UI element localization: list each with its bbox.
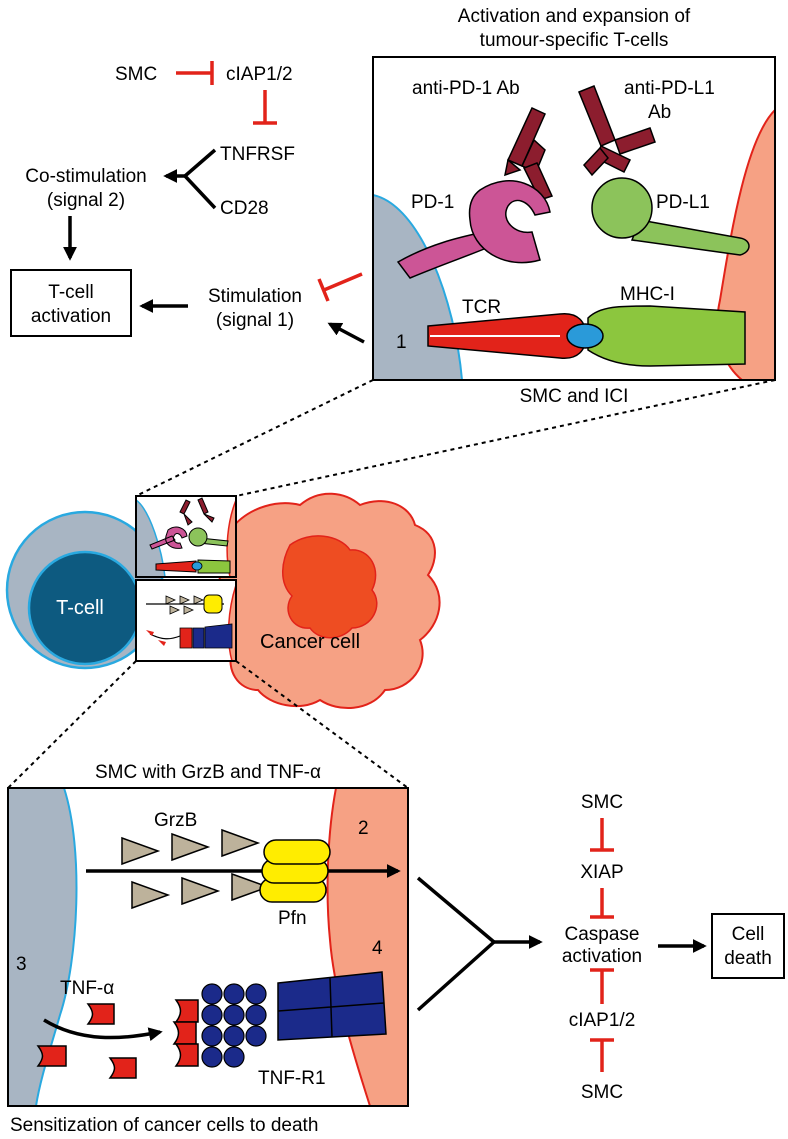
ciap-label-top-left: cIAP1/2 bbox=[226, 64, 293, 85]
bottom-marker-2: 2 bbox=[358, 818, 369, 839]
tnf-r1-receptor-icon bbox=[172, 971, 387, 1068]
caspase-pathway: SMC XIAP Caspase activation cIAP1/2 SMC … bbox=[562, 792, 785, 1103]
mhc-i-icon bbox=[587, 305, 746, 367]
tnfa-binding-arrow-icon bbox=[43, 1018, 163, 1042]
mhc-label: MHC-I bbox=[620, 284, 675, 305]
anti-pdl1-antibody-icon bbox=[578, 85, 656, 177]
merge-lines-bottom bbox=[416, 876, 496, 1012]
tcell-activation-box bbox=[10, 269, 132, 337]
inhibit-smc-xiap-icon bbox=[590, 818, 614, 852]
cell-death-line1: Cell bbox=[732, 924, 765, 945]
cell-death-line2: death bbox=[724, 948, 772, 969]
caspase-label-line1: Caspase bbox=[565, 924, 640, 945]
ciap-label-bottom-right: cIAP1/2 bbox=[569, 1010, 636, 1031]
top-panel-marker-1: 1 bbox=[396, 332, 407, 353]
cancer-nucleus-icon bbox=[282, 535, 378, 639]
top-panel-title-line2: tumour-specific T-cells bbox=[480, 30, 669, 51]
bottom-panel: SMC with GrzB and TNF-α GrzB Pfn 2 3 4 T… bbox=[7, 762, 409, 1136]
merge-lines bbox=[183, 148, 217, 210]
tnfrsf-label: TNFRSF bbox=[220, 144, 295, 165]
smc-label-bottom-right: SMC bbox=[581, 1082, 623, 1103]
tcell-membrane bbox=[373, 193, 464, 380]
stim-label-line2: (signal 1) bbox=[216, 310, 294, 331]
anti-pd1-antibody-icon bbox=[504, 107, 554, 201]
overview-cells: T-cell Cancer cell bbox=[5, 492, 441, 710]
pfn-label: Pfn bbox=[278, 908, 307, 929]
costim-label-line1: Co-stimulation bbox=[25, 166, 146, 187]
inhibit-smc-ciap-bottom-icon bbox=[590, 1038, 614, 1072]
tcell-membrane-bottom bbox=[8, 788, 78, 1106]
zoom-box-death bbox=[135, 579, 237, 662]
top-panel: Activation and expansion of tumour-speci… bbox=[372, 6, 776, 407]
pdl1-ligand-icon bbox=[591, 177, 750, 256]
tcell-activation-line2: activation bbox=[31, 306, 111, 327]
bottom-panel-caption: Sensitization of cancer cells to death bbox=[10, 1115, 318, 1136]
anti-pd1-label: anti-PD-1 Ab bbox=[412, 78, 520, 99]
inhibit-smc-ciap-icon bbox=[176, 61, 214, 85]
cell-death-box bbox=[711, 913, 785, 979]
smc-label-top-right: SMC bbox=[581, 792, 623, 813]
zoom-line-top-right bbox=[235, 379, 776, 497]
inhibit-ciap-tnfrsf-icon bbox=[253, 90, 277, 125]
pd1-receptor-icon bbox=[396, 180, 551, 279]
grzb-label: GrzB bbox=[154, 810, 197, 831]
tcr-to-stim-arrow-icon bbox=[327, 322, 365, 344]
inhibit-xiap-caspase-icon bbox=[590, 888, 614, 919]
inhibit-ciap-caspase-icon bbox=[590, 968, 614, 1004]
inhibit-pd1-stim-icon bbox=[317, 272, 363, 302]
perforin-pore-icon bbox=[259, 839, 331, 903]
anti-pdl1-label-line1: anti-PD-L1 bbox=[624, 78, 715, 99]
top-panel-caption: SMC and ICI bbox=[520, 386, 629, 407]
tnfa-ligand-icon bbox=[36, 1003, 137, 1079]
zoom-box-signal bbox=[135, 495, 237, 578]
tnf-r1-label: TNF-R1 bbox=[258, 1068, 326, 1089]
bottom-panel-frame bbox=[7, 787, 409, 1107]
tcell-label: T-cell bbox=[56, 597, 104, 619]
top-panel-frame bbox=[372, 56, 776, 381]
caspase-label-line2: activation bbox=[562, 946, 642, 967]
zoom-line-bottom-right bbox=[235, 660, 409, 789]
grzb-icon bbox=[121, 828, 271, 910]
smc-label-top-left: SMC bbox=[115, 64, 157, 85]
costim-label-line2: (signal 2) bbox=[47, 190, 125, 211]
top-panel-title-line1: Activation and expansion of bbox=[458, 6, 691, 27]
stim-label-line1: Stimulation bbox=[208, 286, 302, 307]
xiap-label: XIAP bbox=[580, 862, 623, 883]
tcr-label: TCR bbox=[462, 297, 501, 318]
cancer-cell-label: Cancer cell bbox=[260, 631, 360, 653]
costimulation-pathway: SMC cIAP1/2 TNFRSF CD28 Co-stimulation (… bbox=[10, 61, 365, 344]
tnfa-label: TNF-α bbox=[60, 978, 114, 999]
tcell-activation-line1: T-cell bbox=[48, 282, 93, 303]
bottom-marker-4: 4 bbox=[372, 938, 383, 959]
pdl1-label: PD-L1 bbox=[656, 192, 710, 213]
antigen-peptide-icon bbox=[566, 323, 604, 349]
bottom-panel-title: SMC with GrzB and TNF-α bbox=[95, 762, 321, 783]
zoom-line-bottom-left bbox=[7, 660, 137, 789]
cd28-label: CD28 bbox=[220, 198, 269, 219]
zoom-line-top-left bbox=[135, 379, 374, 497]
bottom-marker-3: 3 bbox=[16, 954, 27, 975]
anti-pdl1-label-line2: Ab bbox=[648, 102, 671, 123]
pd1-label: PD-1 bbox=[411, 192, 454, 213]
